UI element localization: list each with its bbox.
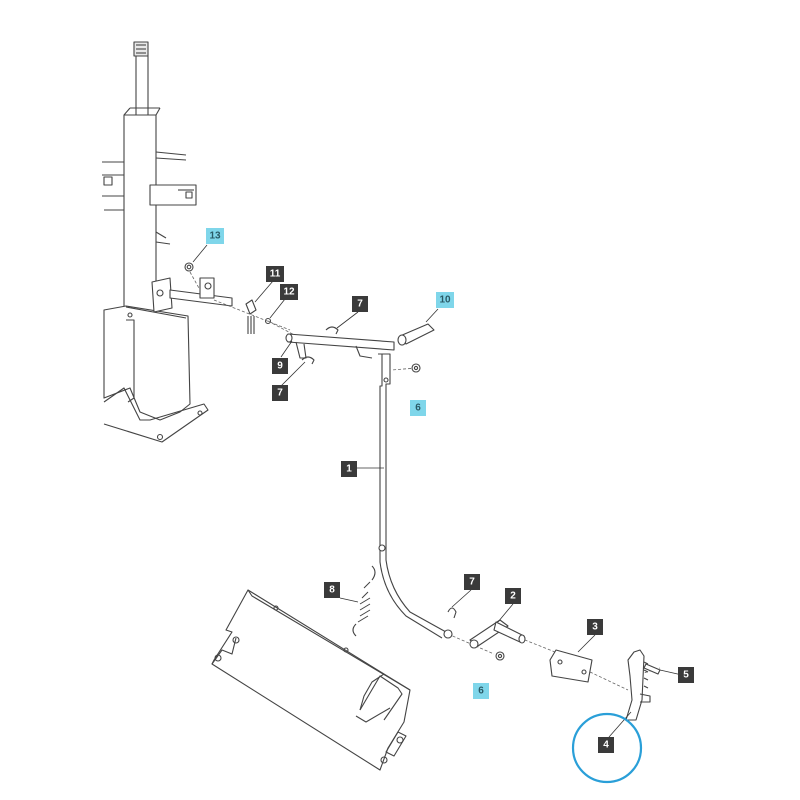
steering-column-assembly <box>102 41 272 443</box>
callout-4[interactable]: 4 <box>598 737 614 753</box>
callout-4-label: 4 <box>603 740 609 751</box>
callout-5-label: 5 <box>683 670 689 681</box>
callout-9-label: 9 <box>277 361 283 372</box>
callout-8-box <box>324 582 340 598</box>
callout-6-top[interactable]: 6 <box>410 400 426 416</box>
callout-1-box <box>341 461 357 477</box>
callout-3-box <box>587 619 603 635</box>
selection-ring <box>571 712 643 784</box>
callout-11-label: 11 <box>270 269 281 280</box>
linkage-assembly <box>285 323 661 721</box>
callout-7-top-label: 7 <box>357 299 363 310</box>
callout-4-box <box>598 737 614 753</box>
callout-8[interactable]: 8 <box>324 582 340 598</box>
callout-11-box <box>266 266 284 282</box>
callout-6-low[interactable]: 6 <box>473 683 489 699</box>
callout-13-label: 13 <box>209 231 221 242</box>
callout-13[interactable]: 13 <box>206 228 224 244</box>
callout-3-label: 3 <box>592 622 598 633</box>
callout-6-top-box <box>410 400 426 416</box>
callout-12[interactable]: 12 <box>280 284 298 300</box>
callout-1-label: 1 <box>346 464 352 475</box>
callout-7-low-label: 7 <box>469 577 475 588</box>
callout-1[interactable]: 1 <box>341 461 357 477</box>
callout-2[interactable]: 2 <box>505 588 521 604</box>
leader-lines <box>192 244 683 738</box>
callout-9-box <box>272 358 288 374</box>
callout-6-low-box <box>473 683 489 699</box>
callout-7-top-box <box>352 296 368 312</box>
callout-9[interactable]: 9 <box>272 358 288 374</box>
callout-10-box <box>436 292 454 308</box>
callout-13-box <box>206 228 224 244</box>
callout-8-label: 8 <box>329 585 335 596</box>
callout-6-low-label: 6 <box>478 686 484 697</box>
callout-7-mid-box <box>272 385 288 401</box>
callout-2-box <box>505 588 521 604</box>
callout-12-box <box>280 284 298 300</box>
callout-7-mid[interactable]: 7 <box>272 385 288 401</box>
callout-5[interactable]: 5 <box>678 667 694 683</box>
callout-10[interactable]: 10 <box>436 292 454 308</box>
callout-10-label: 10 <box>439 295 451 306</box>
callout-7-low-box <box>464 574 480 590</box>
callout-11[interactable]: 11 <box>266 266 284 282</box>
callout-7-low[interactable]: 7 <box>464 574 480 590</box>
callout-5-box <box>678 667 694 683</box>
callout-6-top-label: 6 <box>415 403 421 414</box>
callout-2-label: 2 <box>510 591 516 602</box>
callout-3[interactable]: 3 <box>587 619 603 635</box>
pedal-plate <box>211 589 411 771</box>
callout-7-mid-label: 7 <box>277 388 283 399</box>
callout-7-top[interactable]: 7 <box>352 296 368 312</box>
callout-12-label: 12 <box>283 287 295 298</box>
